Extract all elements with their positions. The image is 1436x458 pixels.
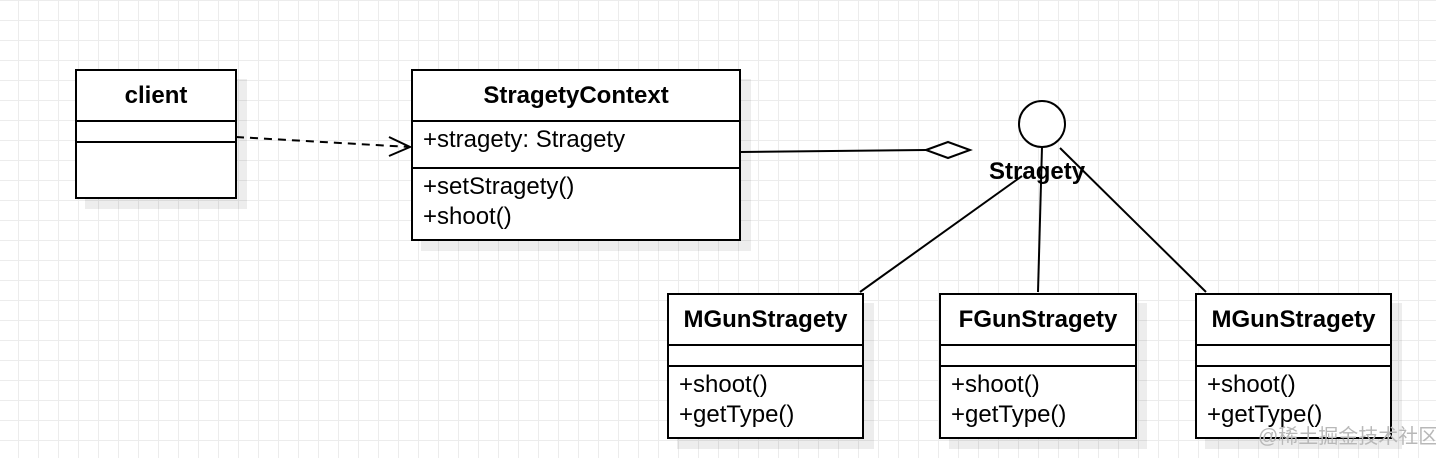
attribute-stragety: +stragety: Stragety — [423, 126, 626, 153]
class-client[interactable]: client — [75, 69, 237, 199]
watermark-text: @稀土掘金技术社区 — [1258, 426, 1436, 448]
dependency-line — [235, 136, 411, 148]
operation-shoot: +shoot() — [679, 371, 768, 398]
class-name: StragetyContext — [413, 71, 739, 122]
class-mgun-stragety-right[interactable]: MGunStragety +shoot() +getType() — [1195, 293, 1392, 439]
operations-compartment: +setStragety() +shoot() — [413, 169, 739, 239]
class-name: FGunStragety — [941, 295, 1135, 346]
attributes-compartment: +stragety: Stragety — [413, 122, 739, 169]
operation-get-type: +getType() — [1207, 401, 1323, 428]
realization-line-fgun — [1037, 146, 1043, 293]
class-name: client — [77, 71, 235, 122]
operation-shoot: +shoot() — [1207, 371, 1296, 398]
attributes-compartment — [941, 346, 1135, 367]
operations-compartment — [77, 143, 235, 197]
stragety-interface-label: Stragety — [989, 158, 1086, 185]
operations-compartment: +shoot() +getType() — [1197, 367, 1390, 437]
stragety-interface-circle — [1018, 100, 1066, 148]
aggregation-diamond — [923, 140, 973, 160]
class-mgun-stragety-left[interactable]: MGunStragety +shoot() +getType() — [667, 293, 864, 439]
dependency-arrowhead — [388, 136, 413, 157]
attributes-compartment — [77, 122, 235, 143]
operations-compartment: +shoot() +getType() — [669, 367, 862, 437]
operation-get-type: +getType() — [951, 401, 1067, 428]
realization-line-mgun-right — [1059, 147, 1207, 293]
operation-shoot: +shoot() — [951, 371, 1040, 398]
operations-compartment: +shoot() +getType() — [941, 367, 1135, 437]
operation-get-type: +getType() — [679, 401, 795, 428]
attributes-compartment — [1197, 346, 1390, 367]
operation-shoot: +shoot() — [423, 203, 512, 230]
realization-line-mgun-left — [859, 175, 1023, 293]
class-name: MGunStragety — [669, 295, 862, 346]
class-stragety-context[interactable]: StragetyContext +stragety: Stragety +set… — [411, 69, 741, 241]
operation-set-stragety: +setStragety() — [423, 173, 575, 200]
class-fgun-stragety[interactable]: FGunStragety +shoot() +getType() — [939, 293, 1137, 439]
aggregation-line — [740, 149, 927, 153]
class-name: MGunStragety — [1197, 295, 1390, 346]
attributes-compartment — [669, 346, 862, 367]
